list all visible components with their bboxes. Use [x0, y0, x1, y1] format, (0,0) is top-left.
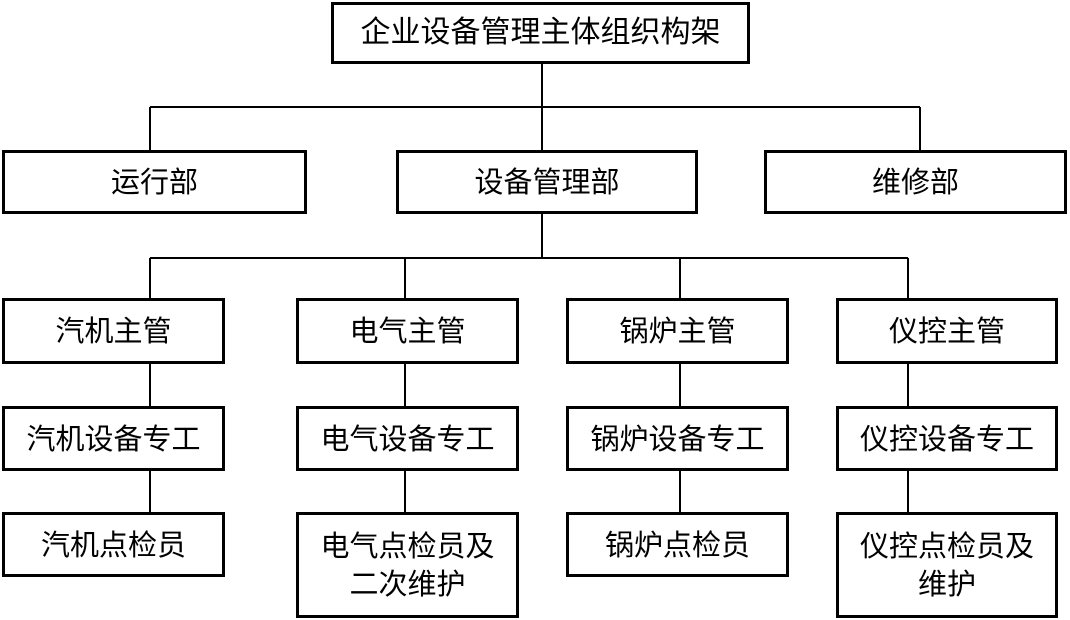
dept-maintenance: 维修部 [764, 150, 1067, 214]
dept-operations: 运行部 [2, 150, 307, 214]
inspector-instrument-control-line-2: 维护 [917, 567, 976, 601]
inspector-boiler: 锅炉点检员 [566, 512, 789, 577]
inspector-electrical-line-1: 电气点检员及 [320, 529, 495, 563]
root-node: 企业设备管理主体组织构架 [331, 2, 750, 64]
manager-instrument-control: 仪控主管 [836, 298, 1058, 364]
inspector-instrument-control: 仪控点检员及 维护 [836, 512, 1058, 618]
specialist-electrical: 电气设备专工 [296, 406, 519, 471]
specialist-instrument-control: 仪控设备专工 [836, 406, 1058, 471]
inspector-electrical: 电气点检员及 二次维护 [296, 512, 519, 618]
inspector-turbine: 汽机点检员 [2, 512, 225, 577]
manager-electrical: 电气主管 [296, 298, 519, 364]
inspector-instrument-control-line-1: 仪控点检员及 [859, 529, 1034, 563]
specialist-boiler: 锅炉设备专工 [566, 406, 789, 471]
manager-turbine: 汽机主管 [2, 298, 225, 364]
inspector-boiler-label: 锅炉点检员 [604, 527, 750, 562]
inspector-turbine-label: 汽机点检员 [40, 527, 186, 562]
inspector-electrical-line-2: 二次维护 [349, 567, 466, 601]
dept-equipment-management: 设备管理部 [396, 150, 698, 214]
specialist-turbine: 汽机设备专工 [2, 406, 225, 471]
manager-boiler: 锅炉主管 [566, 298, 789, 364]
